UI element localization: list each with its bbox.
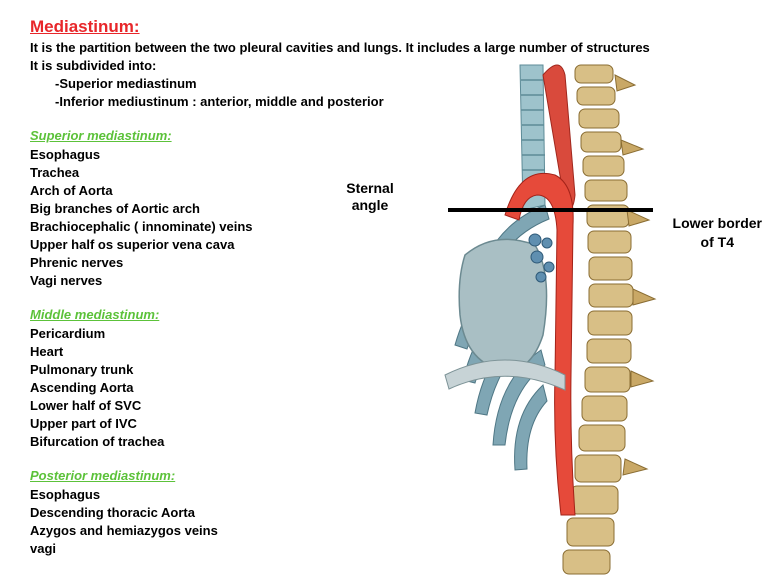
superior-list: Esophagus Trachea Arch of Aorta Big bran… bbox=[30, 146, 253, 290]
list-item: Pulmonary trunk bbox=[30, 362, 134, 377]
list-item: Arch of Aorta bbox=[30, 183, 113, 198]
list-item: Esophagus bbox=[30, 147, 101, 162]
lower-border-t4-label: Lower border of T4 bbox=[650, 214, 762, 252]
list-item: Esophagus bbox=[30, 487, 101, 502]
list-item: Descending thoracic Aorta bbox=[30, 505, 195, 520]
middle-heading: Middle mediastinum: bbox=[30, 307, 160, 322]
list-item: Upper part of IVC bbox=[30, 416, 137, 431]
posterior-heading: Posterior mediastinum: bbox=[30, 468, 176, 483]
list-item: Azygos and hemiazygos veins bbox=[30, 523, 218, 538]
lower-label-line: Lower border bbox=[672, 215, 762, 231]
intro-line: -Superior mediastinum bbox=[55, 76, 197, 91]
list-item: vagi bbox=[30, 541, 57, 556]
list-item: Lower half of SVC bbox=[30, 398, 142, 413]
mediastinum-illustration bbox=[444, 64, 657, 575]
list-item: Ascending Aorta bbox=[30, 380, 134, 395]
superior-heading: Superior mediastinum: bbox=[30, 128, 172, 143]
list-item: Trachea bbox=[30, 165, 80, 180]
sternal-angle-level-line bbox=[448, 208, 653, 212]
list-item: Brachiocephalic ( innominate) veins bbox=[30, 219, 253, 234]
list-item: Bifurcation of trachea bbox=[30, 434, 165, 449]
sternal-label-line: Sternal bbox=[346, 180, 394, 196]
list-item: Upper half os superior vena cava bbox=[30, 237, 235, 252]
list-item: Pericardium bbox=[30, 326, 106, 341]
slide-title: Mediastinum: bbox=[30, 17, 140, 36]
intro-line: -Inferior mediustinum : anterior, middle… bbox=[55, 94, 384, 109]
list-item: Phrenic nerves bbox=[30, 255, 124, 270]
posterior-list: Esophagus Descending thoracic Aorta Azyg… bbox=[30, 486, 218, 558]
list-item: Big branches of Aortic arch bbox=[30, 201, 200, 216]
list-item: Vagi nerves bbox=[30, 273, 103, 288]
sternal-angle-label: Sternal angle bbox=[340, 180, 400, 214]
intro-line: It is subdivided into: bbox=[30, 58, 157, 73]
middle-list: Pericardium Heart Pulmonary trunk Ascend… bbox=[30, 325, 164, 451]
lower-label-line: of T4 bbox=[700, 234, 734, 250]
sternal-label-line: angle bbox=[351, 197, 389, 213]
intro-line: It is the partition between the two pleu… bbox=[30, 40, 650, 55]
list-item: Heart bbox=[30, 344, 64, 359]
intro-text: It is the partition between the two pleu… bbox=[30, 39, 650, 111]
